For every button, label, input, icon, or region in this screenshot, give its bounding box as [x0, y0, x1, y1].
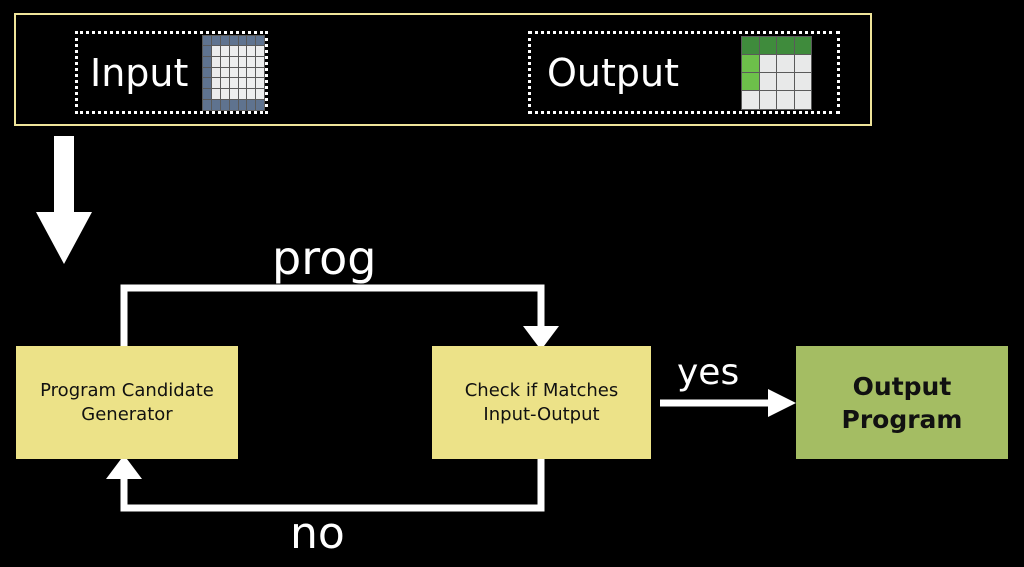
grid-cell	[221, 46, 229, 56]
grid-cell	[759, 73, 776, 91]
grid-cell	[229, 78, 238, 89]
edge-label-no: no	[290, 508, 345, 559]
grid-cell	[203, 99, 212, 110]
grid-cell	[742, 91, 759, 109]
grid-cell	[238, 56, 247, 67]
grid-cell	[221, 56, 229, 67]
grid-cell	[777, 73, 794, 91]
grid-cell	[759, 91, 776, 109]
grid-cell	[759, 36, 776, 54]
grid-cell	[221, 78, 229, 89]
grid-cell	[212, 46, 220, 56]
grid-cell	[777, 54, 794, 72]
input-panel: Input	[75, 31, 268, 114]
grid-cell	[238, 78, 247, 89]
grid-cell	[256, 56, 264, 67]
grid-cell	[742, 54, 759, 72]
grid-cell	[212, 89, 220, 99]
grid-cell	[794, 73, 811, 91]
grid-cell	[742, 73, 759, 91]
grid-cell	[256, 35, 264, 46]
edge-label-prog: prog	[272, 231, 377, 285]
grid-cell	[256, 46, 264, 56]
grid-cell	[212, 56, 220, 67]
output-grid	[741, 35, 812, 110]
grid-cell	[203, 67, 212, 78]
grid-cell	[203, 35, 212, 46]
grid-cell	[742, 36, 759, 54]
grid-cell	[238, 67, 247, 78]
grid-cell	[247, 46, 256, 56]
grid-cell	[221, 35, 229, 46]
grid-cell	[221, 89, 229, 99]
grid-cell	[229, 35, 238, 46]
grid-cell	[247, 89, 256, 99]
grid-cell	[238, 46, 247, 56]
grid-cell	[238, 89, 247, 99]
edge-yes-wire	[660, 389, 796, 417]
output-panel: Output	[528, 31, 840, 114]
input-output-frame: Input Output	[14, 13, 872, 126]
grid-cell	[794, 54, 811, 72]
output-label: Output	[547, 50, 679, 95]
grid-cell	[203, 78, 212, 89]
grid-cell	[229, 99, 238, 110]
grid-cell	[247, 67, 256, 78]
grid-cell	[777, 36, 794, 54]
grid-cell	[203, 56, 212, 67]
grid-cell	[256, 67, 264, 78]
grid-cell	[238, 99, 247, 110]
grid-cell	[229, 56, 238, 67]
grid-cell	[203, 89, 212, 99]
grid-cell	[212, 35, 220, 46]
grid-cell	[229, 67, 238, 78]
grid-cell	[203, 46, 212, 56]
edge-prog-wire	[120, 284, 559, 350]
input-grid	[202, 34, 265, 111]
grid-cell	[777, 91, 794, 109]
grid-cell	[247, 56, 256, 67]
grid-cell	[212, 67, 220, 78]
grid-cell	[247, 35, 256, 46]
edge-no-wire	[106, 455, 545, 512]
grid-cell	[256, 89, 264, 99]
grid-cell	[247, 99, 256, 110]
grid-cell	[759, 54, 776, 72]
grid-cell	[229, 46, 238, 56]
grid-cell	[256, 78, 264, 89]
grid-cell	[212, 99, 220, 110]
grid-cell	[794, 36, 811, 54]
grid-cell	[794, 91, 811, 109]
grid-cell	[256, 99, 264, 110]
grid-cell	[247, 78, 256, 89]
input-label: Input	[90, 50, 189, 95]
grid-cell	[221, 67, 229, 78]
grid-cell	[221, 99, 229, 110]
grid-cell	[229, 89, 238, 99]
start-down-arrow-icon	[36, 136, 92, 264]
edge-label-yes: yes	[677, 352, 740, 393]
grid-cell	[238, 35, 247, 46]
grid-cell	[212, 78, 220, 89]
